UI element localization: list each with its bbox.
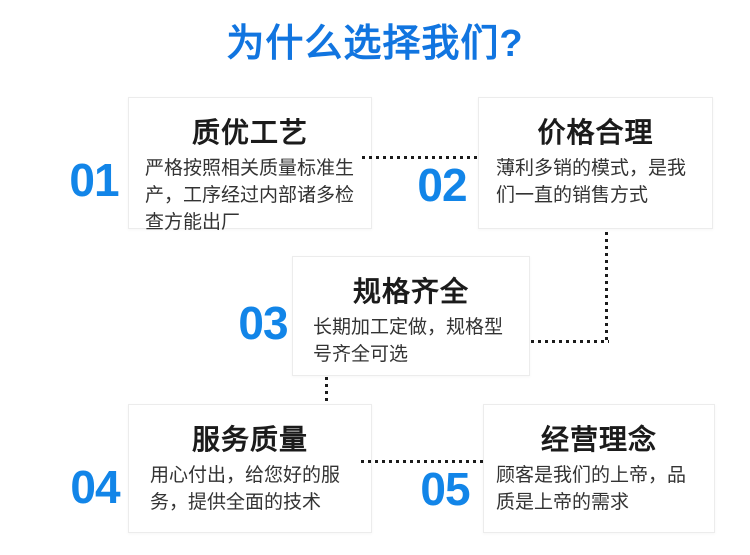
feature-card-quality-craftsmanship: 质优工艺 严格按照相关质量标准生产，工序经过内部诸多检查方能出厂 (128, 97, 372, 233)
feature-card-full-specifications: 规格齐全 长期加工定做，规格型号齐全可选 (292, 256, 530, 376)
feature-card-business-philosophy: 经营理念 顾客是我们的上帝，品质是上帝的需求 (483, 404, 715, 533)
card-number-04: 04 (70, 461, 120, 513)
connector-dotted-card1-card2 (362, 156, 479, 159)
card-description: 顾客是我们的上帝，品质是上帝的需求 (496, 465, 687, 513)
card-title: 价格合理 (537, 117, 654, 148)
card-title: 规格齐全 (352, 276, 469, 307)
card-description: 长期加工定做，规格型号齐全可选 (313, 317, 504, 365)
connector-dotted-card3-card4-vertical (325, 377, 328, 404)
card-title: 服务质量 (191, 424, 308, 455)
card-number-03: 03 (238, 297, 288, 349)
card-number-01: 01 (69, 154, 119, 206)
card-title: 质优工艺 (191, 117, 308, 148)
feature-card-service-quality: 服务质量 用心付出，给您好的服务，提供全面的技术 (128, 404, 372, 533)
card-number-02: 02 (417, 159, 467, 211)
card-title: 经营理念 (540, 424, 657, 455)
card-number-05: 05 (420, 463, 470, 515)
feature-card-reasonable-price: 价格合理 薄利多销的模式，是我们一直的销售方式 (478, 97, 713, 229)
card-description: 严格按照相关质量标准生产，工序经过内部诸多检查方能出厂 (145, 158, 355, 233)
page-title: 为什么选择我们? (226, 23, 524, 65)
card-description: 用心付出，给您好的服务，提供全面的技术 (150, 465, 341, 513)
card-description: 薄利多销的模式，是我们一直的销售方式 (496, 158, 687, 206)
connector-dotted-card2-card3-horizontal (531, 340, 609, 343)
connector-dotted-card4-card5 (361, 460, 484, 463)
connector-dotted-card2-card3-vertical (605, 232, 608, 344)
